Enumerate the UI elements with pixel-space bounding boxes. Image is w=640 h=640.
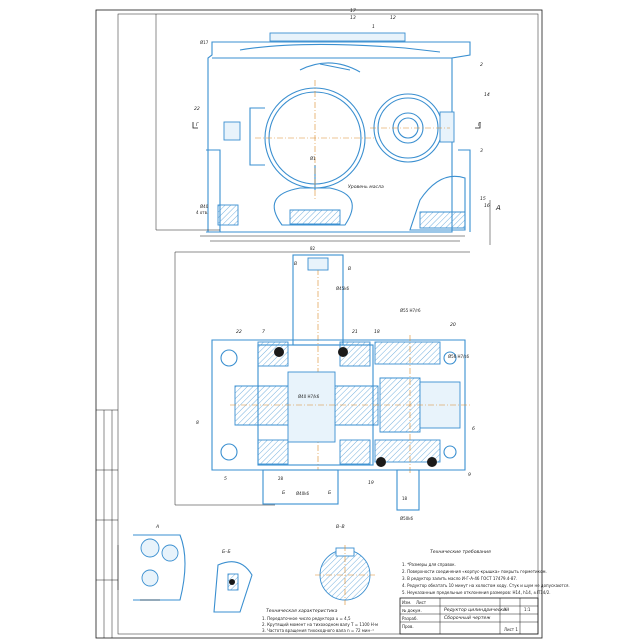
stamp-prov: Пров. — [402, 624, 414, 629]
tech-char-heading: Техническая характеристика — [266, 608, 338, 614]
dim-d1: Ø1 — [310, 156, 316, 161]
tech-req-heading: Технические требования — [430, 549, 491, 555]
section-g-right: Г — [478, 122, 481, 128]
callout-17: 17 — [350, 8, 356, 14]
plan-view-callouts: 22 7 18 21 20 8 5 6 9 19 Б Б В В Ø45k6 Ø… — [196, 246, 475, 521]
dim-d40: Ø40 — [200, 204, 209, 209]
detail-v-label: В–В — [336, 524, 345, 530]
label-b1: Б — [282, 490, 285, 496]
callout-20: 20 — [450, 322, 456, 328]
callout-7: 7 — [262, 329, 265, 335]
dim-40k6: Ø40k6 — [296, 491, 310, 496]
left-margin-stamps — [96, 409, 118, 638]
title-subtitle: Сборочный чертеж — [444, 615, 491, 621]
label-v1: В — [294, 261, 297, 267]
callout-9: 9 — [468, 472, 471, 478]
tech-req-item-4: 4. Редуктор обкатать 10 минут на холосто… — [402, 583, 570, 588]
title-block: Редуктор цилиндрический Сборочный чертеж… — [399, 597, 539, 635]
detail-a-label: А — [155, 524, 159, 530]
stamp-razrab: Разраб. — [402, 616, 418, 621]
section-g-left: Г — [196, 122, 199, 128]
outer-frame — [95, 9, 543, 639]
tech-req-item-1: 1. *Размеры для справок. — [402, 562, 456, 567]
dim-45k6: Ø45k6 — [336, 286, 350, 291]
callout-18: 18 — [374, 329, 380, 335]
callout-2: 2 — [480, 62, 483, 68]
detail-b-label: Б–Б — [222, 549, 231, 555]
tech-char-item-1: 1. Передаточное число редуктора u = 4,5 — [262, 616, 351, 621]
callout-5: 5 — [224, 476, 227, 482]
oil-level-note: Уровень масла — [348, 184, 384, 190]
tech-char-item-2: 2. Крутящий момент на тихоходном валу T … — [262, 622, 378, 627]
view-a-mark: A — [495, 204, 501, 212]
callout-22: 22 — [194, 106, 200, 112]
callout-16: 16 — [484, 203, 490, 209]
callout-6: 6 — [472, 426, 475, 432]
dim-56h7s6: Ø56 H7/s6 — [448, 354, 469, 359]
stamp-izm: Изм. — [402, 600, 411, 605]
tech-char-item-3: 3. Частота вращения тихоходного вала n =… — [262, 628, 374, 633]
callout-12: 12 — [390, 15, 396, 21]
callout-15: 15 — [480, 196, 486, 202]
callout-13: 13 — [350, 15, 356, 21]
tech-req-item-5: 5. Неуказанные предельные отклонения раз… — [402, 590, 551, 595]
tech-req-item-2: 2. Поверхности соединения «корпус-крышка… — [402, 569, 547, 574]
callout-8: 8 — [196, 420, 199, 426]
title-sheet: Лист 1 — [504, 627, 518, 632]
title-name: Редуктор цилиндрический — [444, 607, 509, 613]
tech-requirements: Технические требования 1. *Размеры для с… — [402, 549, 570, 595]
label-b2: Б — [328, 490, 331, 496]
holes-note: 4 отв. — [196, 210, 208, 215]
callout-22b: 22 — [236, 329, 242, 335]
tech-req-item-3: 3. В редуктор залить масло И-Г-А-46 ГОСТ… — [402, 576, 517, 581]
title-scale: 1:1 — [524, 607, 531, 612]
dim-18: 18 — [402, 496, 408, 501]
callout-14: 14 — [484, 92, 490, 98]
callout-21: 21 — [352, 329, 358, 335]
stamp-list: Лист — [416, 600, 427, 605]
title-letter: У — [504, 607, 507, 612]
stamp-dokum: № докум. — [402, 608, 422, 613]
label-v2: В — [348, 266, 351, 272]
front-view-callouts: 17 13 12 1 2 3 22 14 15 16 Уровень масла… — [194, 8, 501, 215]
inner-frame — [117, 13, 539, 635]
callout-1: 1 — [372, 24, 375, 30]
dim-82: 82 — [310, 246, 316, 251]
dim-55h7r6: Ø55 H7/r6 — [400, 308, 421, 313]
front-view — [155, 14, 491, 245]
callout-3: 3 — [480, 148, 483, 154]
dim-50k6: Ø50k6 — [400, 516, 414, 521]
callout-19: 19 — [368, 480, 374, 486]
detail-view-v: В–В — [315, 524, 375, 605]
dim-d17: Ø17 — [200, 40, 209, 45]
detail-view-b: Б–Б — [213, 549, 253, 613]
dim-28: 28 — [278, 476, 284, 481]
detail-view-a: А — [117, 524, 186, 601]
dim-40h7k6: Ø40 H7/k6 — [298, 394, 320, 399]
plan-view — [174, 251, 470, 511]
tech-characteristics: Техническая характеристика 1. Передаточн… — [262, 608, 378, 633]
